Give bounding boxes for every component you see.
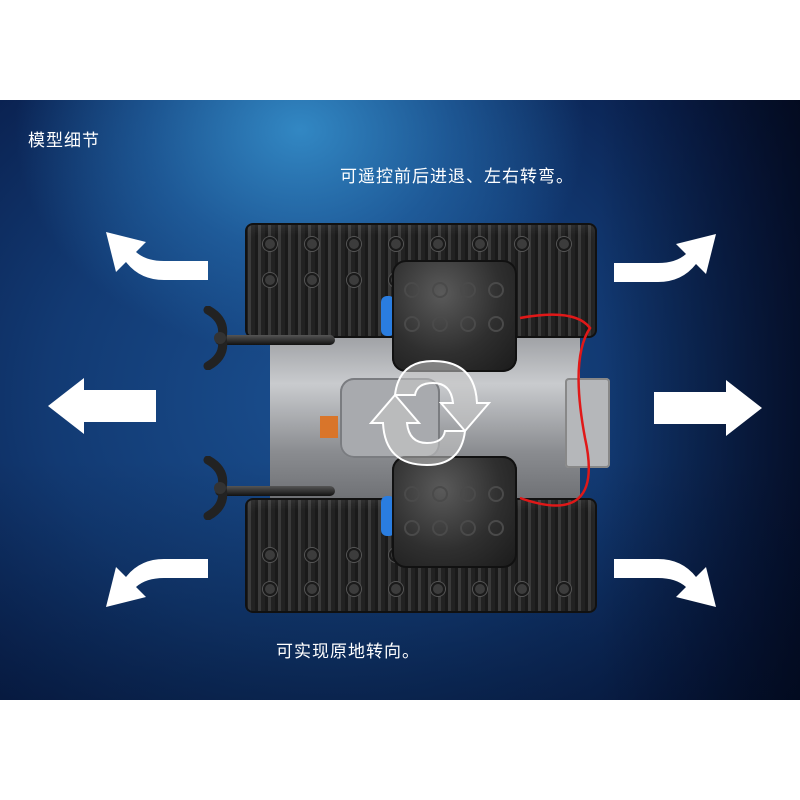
- orange-part: [320, 416, 338, 438]
- claw-arm-bottom: [215, 486, 335, 496]
- rotate-in-place-icon: [368, 359, 492, 467]
- red-wire: [519, 313, 592, 507]
- claw-arm-top: [215, 335, 335, 345]
- motor-top: [392, 260, 517, 372]
- backward-right-arrow-icon: [612, 555, 722, 615]
- left-arrow-icon: [46, 376, 158, 436]
- section-title: 模型细节: [28, 131, 100, 151]
- backward-left-arrow-icon: [102, 555, 212, 615]
- claw-bottom-icon: [203, 456, 228, 520]
- right-arrow-icon: [652, 378, 764, 438]
- robot-model-image: [195, 218, 625, 613]
- motor-cap-bottom: [381, 496, 395, 536]
- model-details-panel: 模型细节 可遥控前后进退、左右转弯。 可实现原地转向。: [0, 100, 800, 700]
- motor-cap-top: [381, 296, 395, 336]
- forward-left-arrow-icon: [102, 228, 212, 288]
- claw-top-icon: [203, 306, 228, 370]
- caption-spin-in-place: 可实现原地转向。: [276, 642, 420, 662]
- forward-right-arrow-icon: [612, 230, 722, 290]
- motor-bottom: [392, 456, 517, 568]
- caption-remote-control: 可遥控前后进退、左右转弯。: [340, 167, 574, 187]
